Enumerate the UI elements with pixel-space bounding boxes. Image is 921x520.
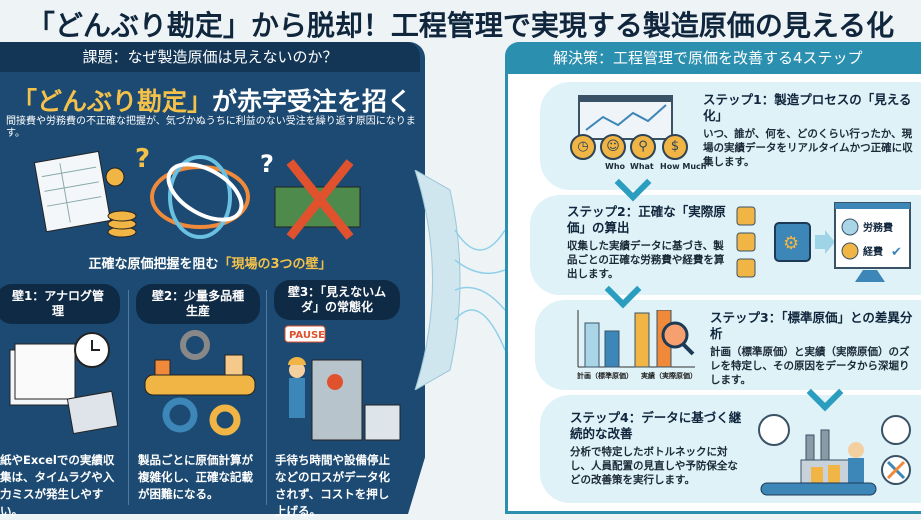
calculator-icon (66, 390, 119, 435)
step-4-text: 分析で特定したボトルネックに対し、人員配置の見直しや予防保全などの改善策を実行し… (570, 446, 738, 486)
coins-icon (105, 167, 137, 238)
donburi-illustration: ? ? (33, 144, 361, 240)
gear-icon (162, 330, 241, 436)
step-4-textbox: ステップ4：データに基づく継続的な改善 分析で特定したボトルネックに対し、人員配… (570, 410, 742, 487)
worker-icon (288, 357, 306, 418)
problem-subtext: 間接費や労務費の不正確な把握が、気づかぬうちに利益のない受注を繰り返す原因になり… (6, 116, 416, 139)
team-gear-icon (881, 415, 911, 445)
magnifier-icon (661, 321, 689, 349)
conveyor-icon (144, 354, 256, 396)
svg-text:PAUSE: PAUSE (289, 330, 325, 341)
search-icon: ⚲ (630, 134, 656, 160)
step-3-text: 計画（標準原価）と実績（実際原価）のズレを特定し、その原因をデータから深堀りしま… (710, 346, 910, 386)
icon-label-how-much: How Much (660, 162, 707, 171)
spreadsheet-icon (33, 150, 112, 233)
person-icon: ☺ (600, 134, 626, 160)
worker-icon (848, 458, 864, 483)
factory-icon (758, 414, 790, 446)
variance-bar-chart: 計画（標準原価） 実績（実際原価） (577, 310, 697, 380)
question-icon: ? (135, 144, 150, 174)
bar-plan-1 (584, 322, 600, 368)
cost-calculation-illustration: ⚙ 労務費 経費 ✔ (736, 202, 911, 282)
question-icon: ? (260, 150, 274, 178)
chart-label-actual: 実績（実際原価） (641, 371, 697, 380)
legend-expense: 経費 (863, 245, 883, 258)
checkmark-icon: ✔ (891, 245, 902, 260)
machine-icon (311, 359, 401, 441)
problem-headline: 「どんぶり勘定」が赤字受注を招く (12, 82, 417, 118)
step-1-title: ステップ1：製造プロセスの「見える化」 (703, 92, 912, 123)
page-title: 「どんぶり勘定」から脱却！工程管理で実現する製造原価の見える化 (26, 9, 895, 42)
divider (266, 290, 267, 505)
tangled-lines-icon (150, 155, 250, 239)
funnel-illustration (414, 170, 505, 390)
money-x-icon (274, 159, 361, 240)
problem-header: 課題：なぜ製造原価は見えないのか？ (0, 42, 420, 72)
step-2-textbox: ステップ2：正確な「実際原価」の算出 収集した実績データに基づき、製品ごとの正確… (567, 204, 727, 281)
pause-sign-icon: PAUSE (284, 325, 326, 343)
walls-illustrations: PAUSE (9, 325, 401, 441)
step-3-textbox: ステップ3：「標準原価」との差異分析 計画（標準原価）と実績（実際原価）のズレを… (710, 310, 918, 387)
conveyor-icon (760, 482, 877, 496)
step-3-title: ステップ3：「標準原価」との差異分析 (710, 310, 913, 341)
calendar-icon (736, 206, 756, 226)
legend-labor-cost: 労務費 (863, 221, 893, 234)
dollar-icon: $ (662, 134, 688, 160)
step-1-textbox: ステップ1：製造プロセスの「見える化」 いつ、誰が、何を、どのくらい行ったか、現… (703, 92, 917, 169)
paper-stack-icon (9, 343, 76, 406)
gear-icon (774, 222, 811, 262)
dashboard-icon (578, 95, 673, 140)
clock-icon (74, 332, 110, 368)
wall-1-label: 壁1：アナログ管理 (0, 284, 120, 324)
headline-rest: が赤字受注を招く (212, 87, 413, 116)
person-icon (736, 232, 756, 252)
clock-icon: ◷ (570, 134, 596, 160)
headline-quote: 「どんぶり勘定」 (12, 87, 213, 116)
step-1-text: いつ、誰が、何を、どのくらい行ったか、現場の実績データをリアルタイムかつ正確に収… (703, 128, 913, 168)
chart-label-plan: 計画（標準原価） (577, 371, 633, 380)
bar-plan-2 (604, 330, 620, 368)
bar-actual-1 (634, 312, 650, 368)
icon-label-who: Who (605, 162, 626, 171)
divider (128, 290, 129, 505)
wall-2-text: 製品ごとに原価計算が複雑化し、正確な記載が困難になる。 (138, 453, 253, 501)
solution-header: 解決策：工程管理で原価を改善する4ステップ (505, 42, 921, 74)
step-4-title: ステップ4：データに基づく継続的な改善 (570, 410, 742, 441)
icon-label-what: What (630, 162, 654, 171)
step-2-text: 収集した実績データに基づき、製品ごとの正確な労務費や経費を算出します。 (567, 240, 725, 280)
wall-1-text: 紙やExcelでの実績収集は、タイムラグや入力ミスが発生しやすい。 (0, 453, 115, 518)
walls-title: 正確な原価把握を阻む「現場の3つの壁」 (88, 257, 332, 272)
wall-2-label: 壁2：少量多品種生産 (136, 284, 260, 324)
step-2-title: ステップ2：正確な「実際原価」の算出 (567, 204, 726, 235)
chart-icon (736, 258, 756, 278)
wall-3-text: 手待ち時間や設備停止などのロスがデータ化されず、コストを押し上げる。 (275, 453, 390, 518)
svg-text:⚙: ⚙ (783, 233, 799, 254)
factory-improvement-illustration (758, 414, 911, 496)
wall-3-label: 壁3：「見えないムダ」の常態化 (274, 280, 400, 320)
